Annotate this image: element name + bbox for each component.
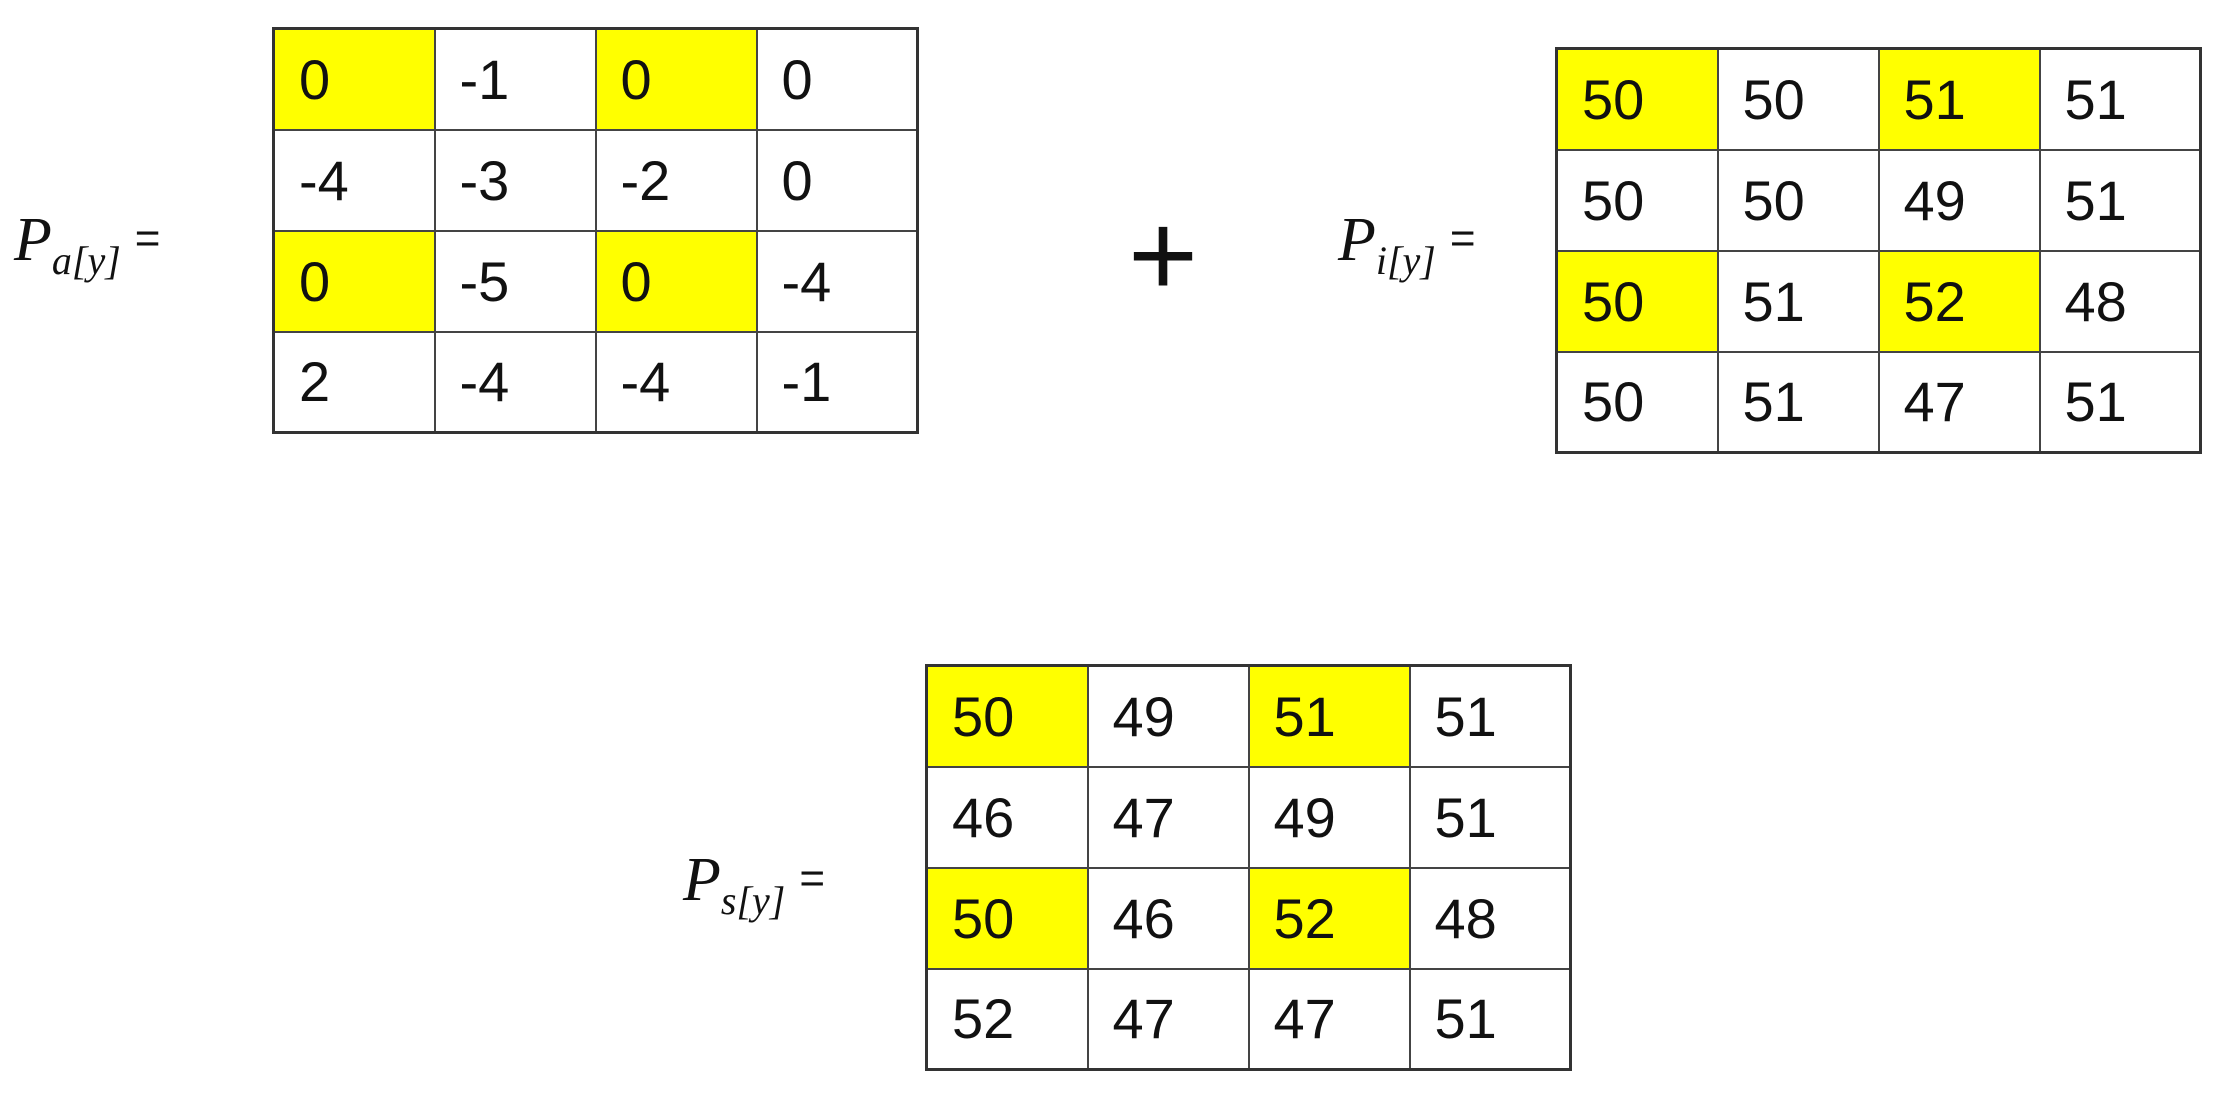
matrix-cell: 51 [1716,249,1880,353]
matrix-cell: 52 [1247,866,1411,970]
matrix-cell: 51 [2038,148,2202,252]
matrix-cell: 46 [1086,866,1250,970]
matrix-cell: 52 [1877,249,2041,353]
matrix-cell: 0 [755,128,919,232]
label-subscript: s[y] [720,878,786,923]
matrix-cell: 51 [1408,765,1572,869]
label-p-i: Pi[y] = [1338,205,1476,284]
matrix-cell: 50 [1716,148,1880,252]
equals-sign: = [1449,214,1476,264]
plus-operator: + [1128,188,1199,322]
matrix-cell: 49 [1247,765,1411,869]
matrix-cell: 0 [594,27,758,131]
matrix-cell: 2 [272,330,436,434]
matrix-cell: 50 [1555,148,1719,252]
label-base: P [14,206,52,274]
matrix-cell: -4 [594,330,758,434]
matrix-cell: 48 [2038,249,2202,353]
matrix-cell: 47 [1086,967,1250,1071]
matrix-cell: 47 [1877,350,2041,454]
matrix-cell: -1 [433,27,597,131]
matrix-cell: -2 [594,128,758,232]
matrix-cell: -5 [433,229,597,333]
matrix-cell: -1 [755,330,919,434]
matrix-cell: 46 [925,765,1089,869]
label-base: P [1338,206,1376,274]
matrix-cell: 49 [1086,664,1250,768]
matrix-cell: 51 [1877,47,2041,151]
matrix-cell: 50 [1555,249,1719,353]
equals-sign: = [799,854,826,904]
matrix-cell: -4 [755,229,919,333]
equals-sign: = [134,214,161,264]
matrix-cell: 51 [1716,350,1880,454]
matrix-cell: 0 [272,27,436,131]
label-p-a: Pa[y] = [14,205,160,284]
label-subscript: a[y] [51,238,121,283]
matrix-cell: 47 [1086,765,1250,869]
matrix-cell: 50 [925,664,1089,768]
matrix-cell: 51 [1408,664,1572,768]
matrix-cell: 51 [1408,967,1572,1071]
matrix-cell: 49 [1877,148,2041,252]
matrix-cell: 51 [1247,664,1411,768]
matrix-row: 2-4-4-1 [272,330,919,434]
matrix-cell: 50 [1555,47,1719,151]
matrix-cell: -3 [433,128,597,232]
matrix-cell: 50 [1555,350,1719,454]
matrix-cell: -4 [433,330,597,434]
matrix-cell: -4 [272,128,436,232]
matrix-cell: 0 [594,229,758,333]
matrix-cell: 51 [2038,47,2202,151]
matrix-cell: 48 [1408,866,1572,970]
matrix-cell: 52 [925,967,1089,1071]
label-p-s: Ps[y] = [683,845,825,924]
matrix-cell: 47 [1247,967,1411,1071]
matrix-cell: 51 [2038,350,2202,454]
matrix-cell: 50 [925,866,1089,970]
matrix-cell: 0 [272,229,436,333]
label-base: P [683,846,721,914]
matrix-cell: 0 [755,27,919,131]
label-subscript: i[y] [1375,238,1436,283]
matrix-cell: 50 [1716,47,1880,151]
